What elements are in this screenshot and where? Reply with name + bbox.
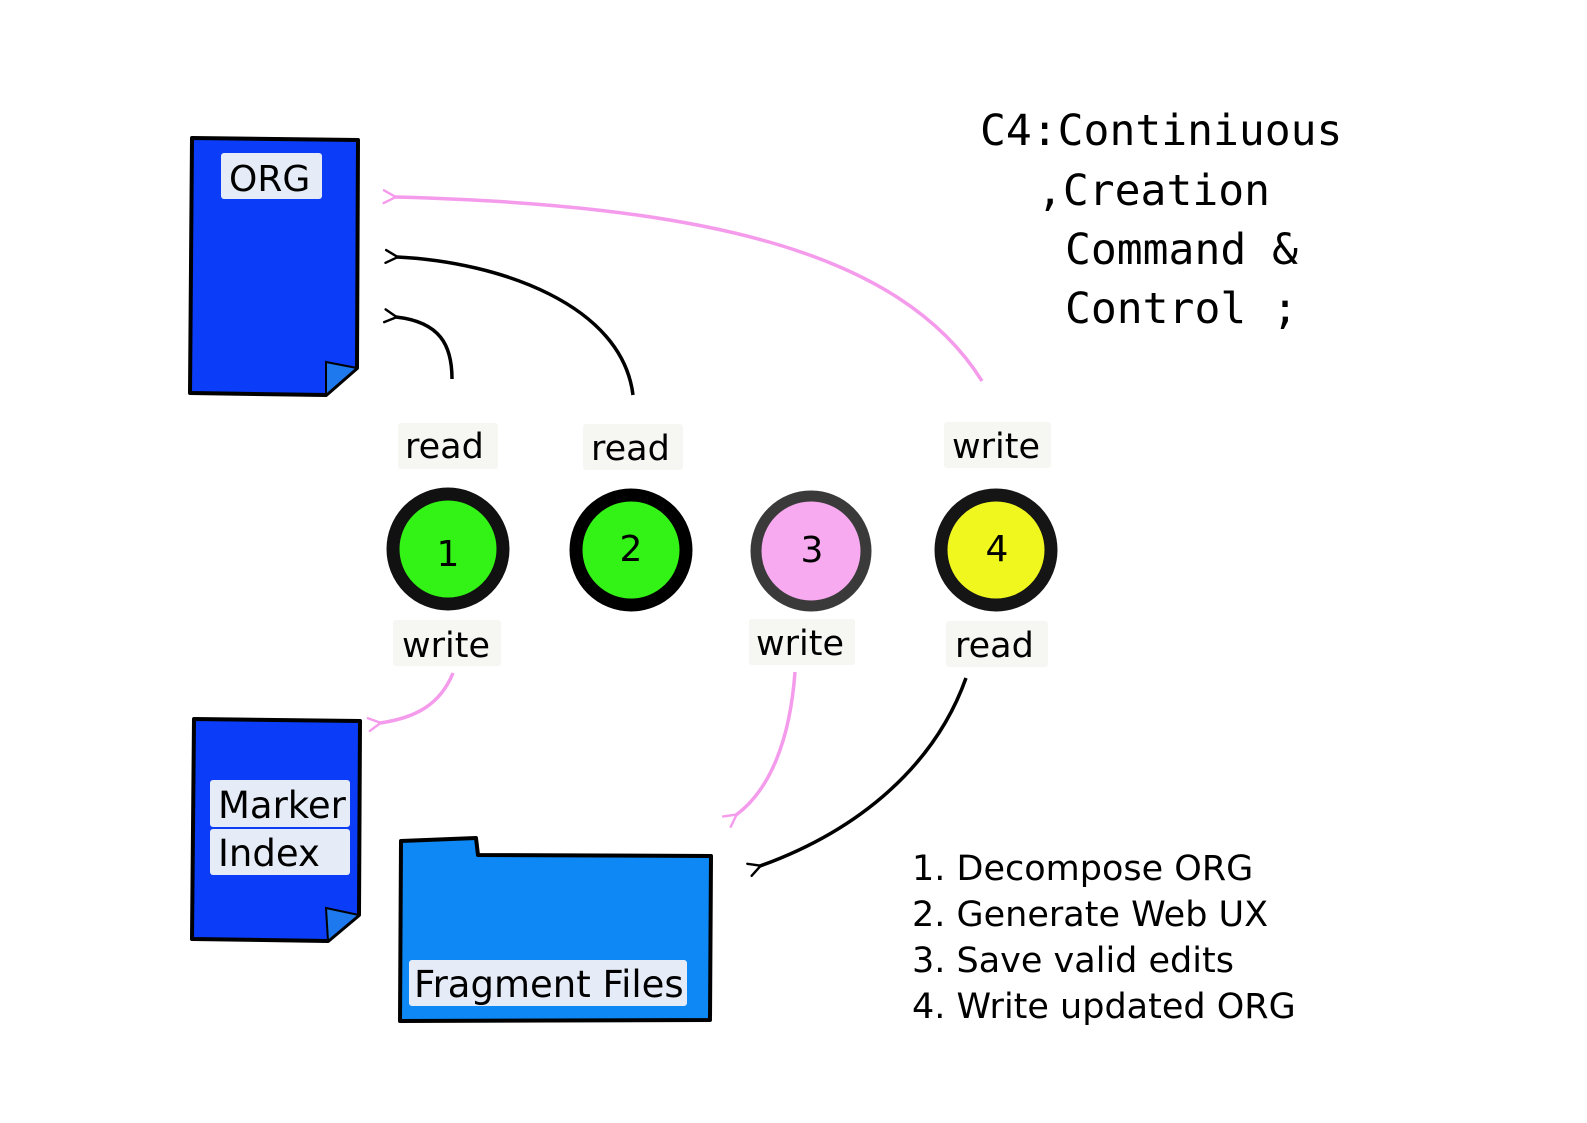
index-label-box	[210, 829, 350, 875]
legend-item-1: 1. Decompose ORG	[912, 849, 1253, 889]
diagram-title: C4:Continiuous ,Creation Command & Contr…	[980, 106, 1342, 334]
org-label-box	[221, 153, 322, 199]
folder-label-box	[409, 960, 687, 1006]
title-line-4: Control ;	[1065, 284, 1298, 334]
flow-arrows	[366, 189, 984, 878]
legend-item-2: 2. Generate Web UX	[912, 895, 1268, 935]
step4-number: 4	[986, 529, 1009, 570]
step4-bottom-label: read	[955, 626, 1034, 666]
step4-top-label-box	[944, 422, 1051, 468]
title-line-3: Command &	[1065, 225, 1298, 275]
step4-bottom-label-box	[946, 621, 1048, 667]
step3-number: 3	[801, 530, 824, 571]
arrow-step3-write-fragments	[721, 671, 797, 828]
marker-index-document: Marker Index	[190, 717, 362, 944]
marker-label: Marker	[218, 784, 347, 827]
org-document-fold	[325, 360, 360, 398]
step1-number: 1	[437, 534, 460, 575]
step1-bottom-label-box	[393, 620, 501, 666]
arrow-step2-read-org	[384, 248, 635, 396]
step2-top-label: read	[591, 429, 670, 469]
step3-bottom-label-box	[749, 619, 855, 665]
step2-top-label-box	[583, 424, 683, 470]
step2-number: 2	[620, 529, 643, 570]
marker-index-fold	[324, 906, 362, 944]
arrow-step4-read-fragments	[746, 677, 968, 878]
arrow-step1-write-index	[366, 672, 455, 733]
legend-item-4: 4. Write updated ORG	[912, 987, 1296, 1027]
step2-node	[569, 488, 693, 612]
step1-top-label-box	[398, 423, 498, 469]
step-2: read 2	[569, 424, 693, 612]
index-label: Index	[218, 832, 320, 875]
title-line-2: ,Creation	[1037, 166, 1270, 216]
step1-top-label: read	[405, 427, 484, 467]
step4-node	[934, 488, 1058, 612]
arrow-step1-read-org	[382, 308, 454, 380]
step3-bottom-label: write	[756, 624, 844, 664]
fragment-files-folder: Fragment Files	[398, 836, 713, 1023]
step-4: write 4 read	[934, 422, 1058, 667]
arrow-step4-write-org	[382, 189, 984, 382]
step-3: 3 write	[749, 490, 872, 665]
org-label: ORG	[229, 159, 310, 200]
steps-legend: 1. Decompose ORG 2. Generate Web UX 3. S…	[912, 849, 1296, 1027]
org-document: ORG	[188, 136, 360, 398]
legend-item-3: 3. Save valid edits	[912, 941, 1234, 981]
title-line-1: C4:Continiuous	[980, 106, 1342, 156]
step1-bottom-label: write	[402, 626, 490, 666]
step4-top-label: write	[952, 427, 1040, 467]
marker-label-box	[210, 780, 350, 827]
folder-label: Fragment Files	[414, 963, 684, 1006]
step1-node	[386, 487, 510, 611]
step3-node	[750, 490, 872, 612]
step-1: read 1 write	[386, 423, 510, 666]
